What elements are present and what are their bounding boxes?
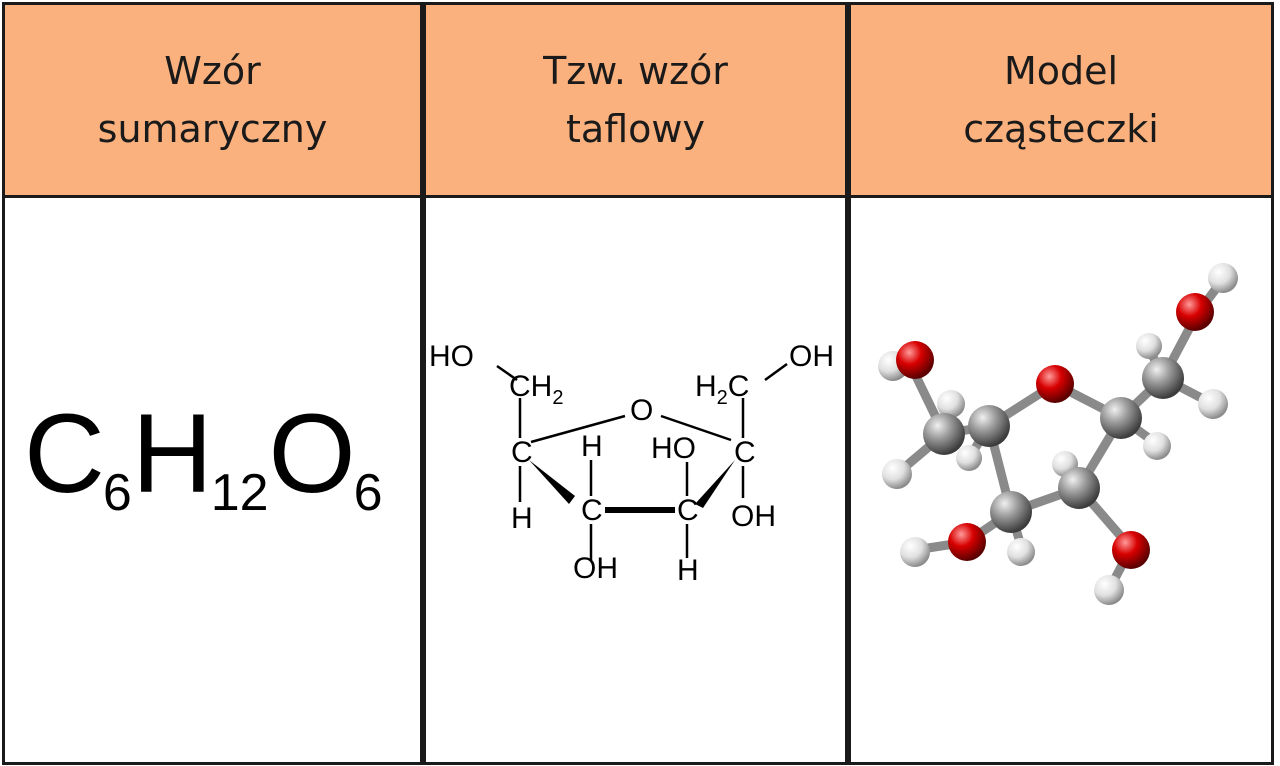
oxygen-atom [1036,365,1074,403]
atom-label: CH2 [509,370,563,409]
border-col-2 [845,2,851,765]
atom-label: C [581,494,603,527]
atom-label: C [734,436,756,469]
bond [530,414,626,444]
carbon-atom [968,405,1010,447]
atom-label: C [511,436,533,469]
header-model: Model cząsteczki [851,5,1271,195]
formula-element: C [24,391,105,516]
hydrogen-atom [1143,432,1171,460]
header-haworth: Tzw. wzór taflowy [426,5,845,195]
carbon-atom [990,491,1032,533]
haworth-structure: HO CH2 O H2C OH C H H C OH HO C H C OH [429,340,834,587]
hydrogen-atom [900,537,930,567]
border-left [2,2,5,765]
header-formula-label: Wzór sumaryczny [97,49,328,151]
carbon-atom [923,413,965,455]
header-formula: Wzór sumaryczny [5,5,420,195]
hydrogen-atom [1208,263,1238,293]
carbon-atom [1058,467,1100,509]
wedge-bond [695,460,735,508]
atom-label: H [511,502,533,535]
bond [764,362,788,382]
oxygen-atom [1176,293,1214,331]
hydrogen-atom [1007,538,1035,566]
atom-label: HO [429,340,474,373]
bond [660,414,732,442]
formula-subscript: 6 [353,464,383,522]
hydrogen-atom [882,459,912,489]
border-col-1 [420,2,426,765]
atom-label: C [677,494,699,527]
ring-oxygen-label: O [630,394,653,427]
hydrogen-atom [956,445,982,471]
border-header-bottom [2,195,1274,198]
bond [496,364,518,382]
hydrogen-atom [1094,575,1124,605]
border-right [1271,2,1274,765]
hydrogen-atom [1198,389,1228,419]
border-top [2,2,1274,5]
molecular-formula: C6H12O6 [24,398,383,522]
atom-label: OH [789,340,834,373]
carbon-atom [1142,357,1184,399]
wedge-bond [529,460,575,504]
formula-element: O [268,391,356,516]
cell-formula [5,198,420,762]
header-haworth-label: Tzw. wzór taflowy [543,49,728,151]
oxygen-atom [948,523,986,561]
formula-subscript: 6 [102,464,132,522]
formula-element: H [131,391,213,516]
carbon-atom [1100,397,1142,439]
atom-label: OH [731,500,776,533]
border-bottom [2,762,1274,765]
header-model-label: Model cząsteczki [963,49,1159,151]
atom-label: OH [573,552,618,585]
oxygen-atom [896,341,934,379]
cell-haworth [426,198,845,762]
hydrogen-atom [937,390,965,418]
atom-label: H [581,430,603,463]
hydrogen-atom [1136,333,1162,359]
atom-label: H [677,554,699,587]
formula-subscript: 12 [210,464,269,522]
atom-label: HO [651,432,696,465]
molecule-3d-model [878,263,1238,605]
atom-label: H2C [695,370,749,409]
oxygen-atom [1112,531,1150,569]
